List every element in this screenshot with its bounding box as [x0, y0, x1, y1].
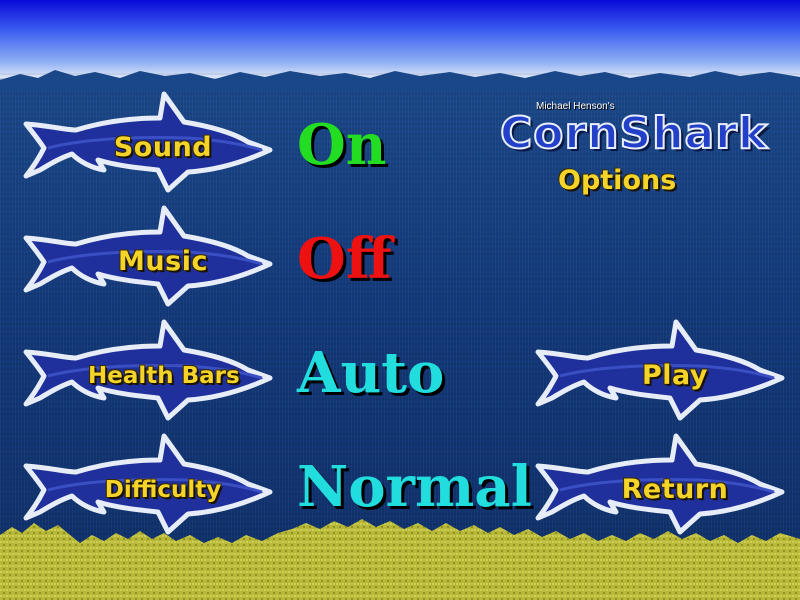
music-value: Off [297, 226, 392, 292]
screen-title: Options [558, 165, 677, 196]
logo-credit: Michael Henson's [536, 101, 615, 112]
return-label: Return [621, 474, 729, 505]
shark-icon [23, 319, 273, 421]
health-bars-value: Auto [297, 340, 445, 406]
play-label: Play [641, 360, 709, 391]
difficulty-value: Normal [297, 454, 532, 520]
shark-icon [23, 91, 273, 193]
difficulty-label: Difficulty [104, 477, 222, 503]
sound-label: Sound [113, 132, 213, 163]
sound-value: On [297, 112, 387, 178]
return-button[interactable]: Return [530, 432, 790, 548]
shark-icon [535, 433, 785, 535]
play-button[interactable]: Play [530, 318, 790, 434]
sound-button[interactable]: Sound [18, 90, 278, 206]
health-bars-button[interactable]: Health Bars [18, 318, 278, 434]
water-surface [0, 70, 800, 92]
music-button[interactable]: Music [18, 204, 278, 320]
seaweed-floor [0, 519, 800, 600]
music-label: Music [118, 246, 208, 277]
game-logo-title: CornShark [499, 107, 769, 160]
health-bars-label: Health Bars [88, 363, 240, 389]
shark-icon [535, 319, 785, 421]
difficulty-button[interactable]: Difficulty [18, 432, 278, 548]
shark-icon [23, 205, 273, 307]
shark-icon [23, 433, 273, 535]
